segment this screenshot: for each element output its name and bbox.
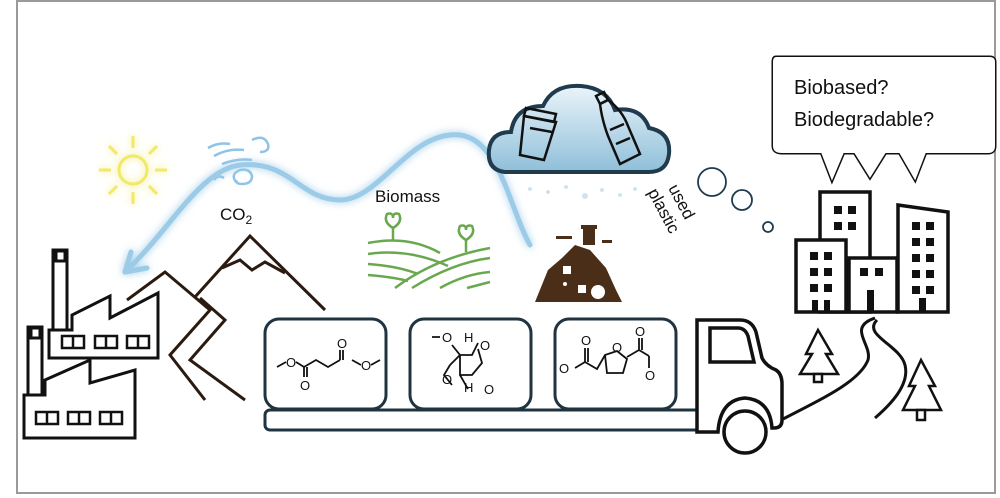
speech-line-2: Biodegradable? xyxy=(794,109,934,131)
atom-label: O xyxy=(581,333,591,348)
atom-label: O xyxy=(442,372,452,387)
trash-pile-icon xyxy=(535,225,622,302)
rain-drops xyxy=(528,185,637,199)
molecule-box-furandicarboxylate: O O O O O xyxy=(553,317,678,411)
figure-frame xyxy=(16,0,996,494)
molecule-box-succinate: O O O O xyxy=(263,317,388,411)
atom-label: O xyxy=(645,368,655,383)
cloud-icon xyxy=(486,83,672,174)
bottle-icon xyxy=(594,90,642,166)
used-plastic-label: used plastic xyxy=(644,181,699,237)
atom-label: O xyxy=(559,361,569,376)
atom-label: O xyxy=(286,355,296,370)
truck-icon xyxy=(263,318,784,455)
molecule-box-isosorbide: O H O O H O xyxy=(408,317,533,411)
tree-icon xyxy=(797,327,841,384)
speech-bubble xyxy=(771,55,997,185)
wind-icon xyxy=(207,136,270,186)
speech-line-1: Biobased? xyxy=(794,77,889,99)
atom-label: H xyxy=(464,380,473,395)
biomass-label: Biomass xyxy=(375,187,440,206)
road xyxy=(782,316,908,421)
mountains-icon xyxy=(126,233,327,402)
atom-label: O xyxy=(612,340,622,355)
atom-label: O xyxy=(484,382,494,397)
cup-icon xyxy=(518,106,558,162)
atom-label: O xyxy=(300,378,310,393)
farm-field-icon xyxy=(367,212,491,290)
city-buildings-icon xyxy=(794,190,950,314)
thought-bubbles xyxy=(697,167,774,233)
tree-icon xyxy=(900,357,944,422)
atom-label: O xyxy=(442,330,452,345)
atom-label: O xyxy=(337,336,347,351)
factory-icon xyxy=(22,248,160,440)
sun-icon xyxy=(99,136,167,204)
atom-label: O xyxy=(480,338,490,353)
atom-label: H xyxy=(464,330,473,345)
co2-label: CO2 xyxy=(220,205,253,227)
atom-label: O xyxy=(361,358,371,373)
atom-label: O xyxy=(635,324,645,339)
